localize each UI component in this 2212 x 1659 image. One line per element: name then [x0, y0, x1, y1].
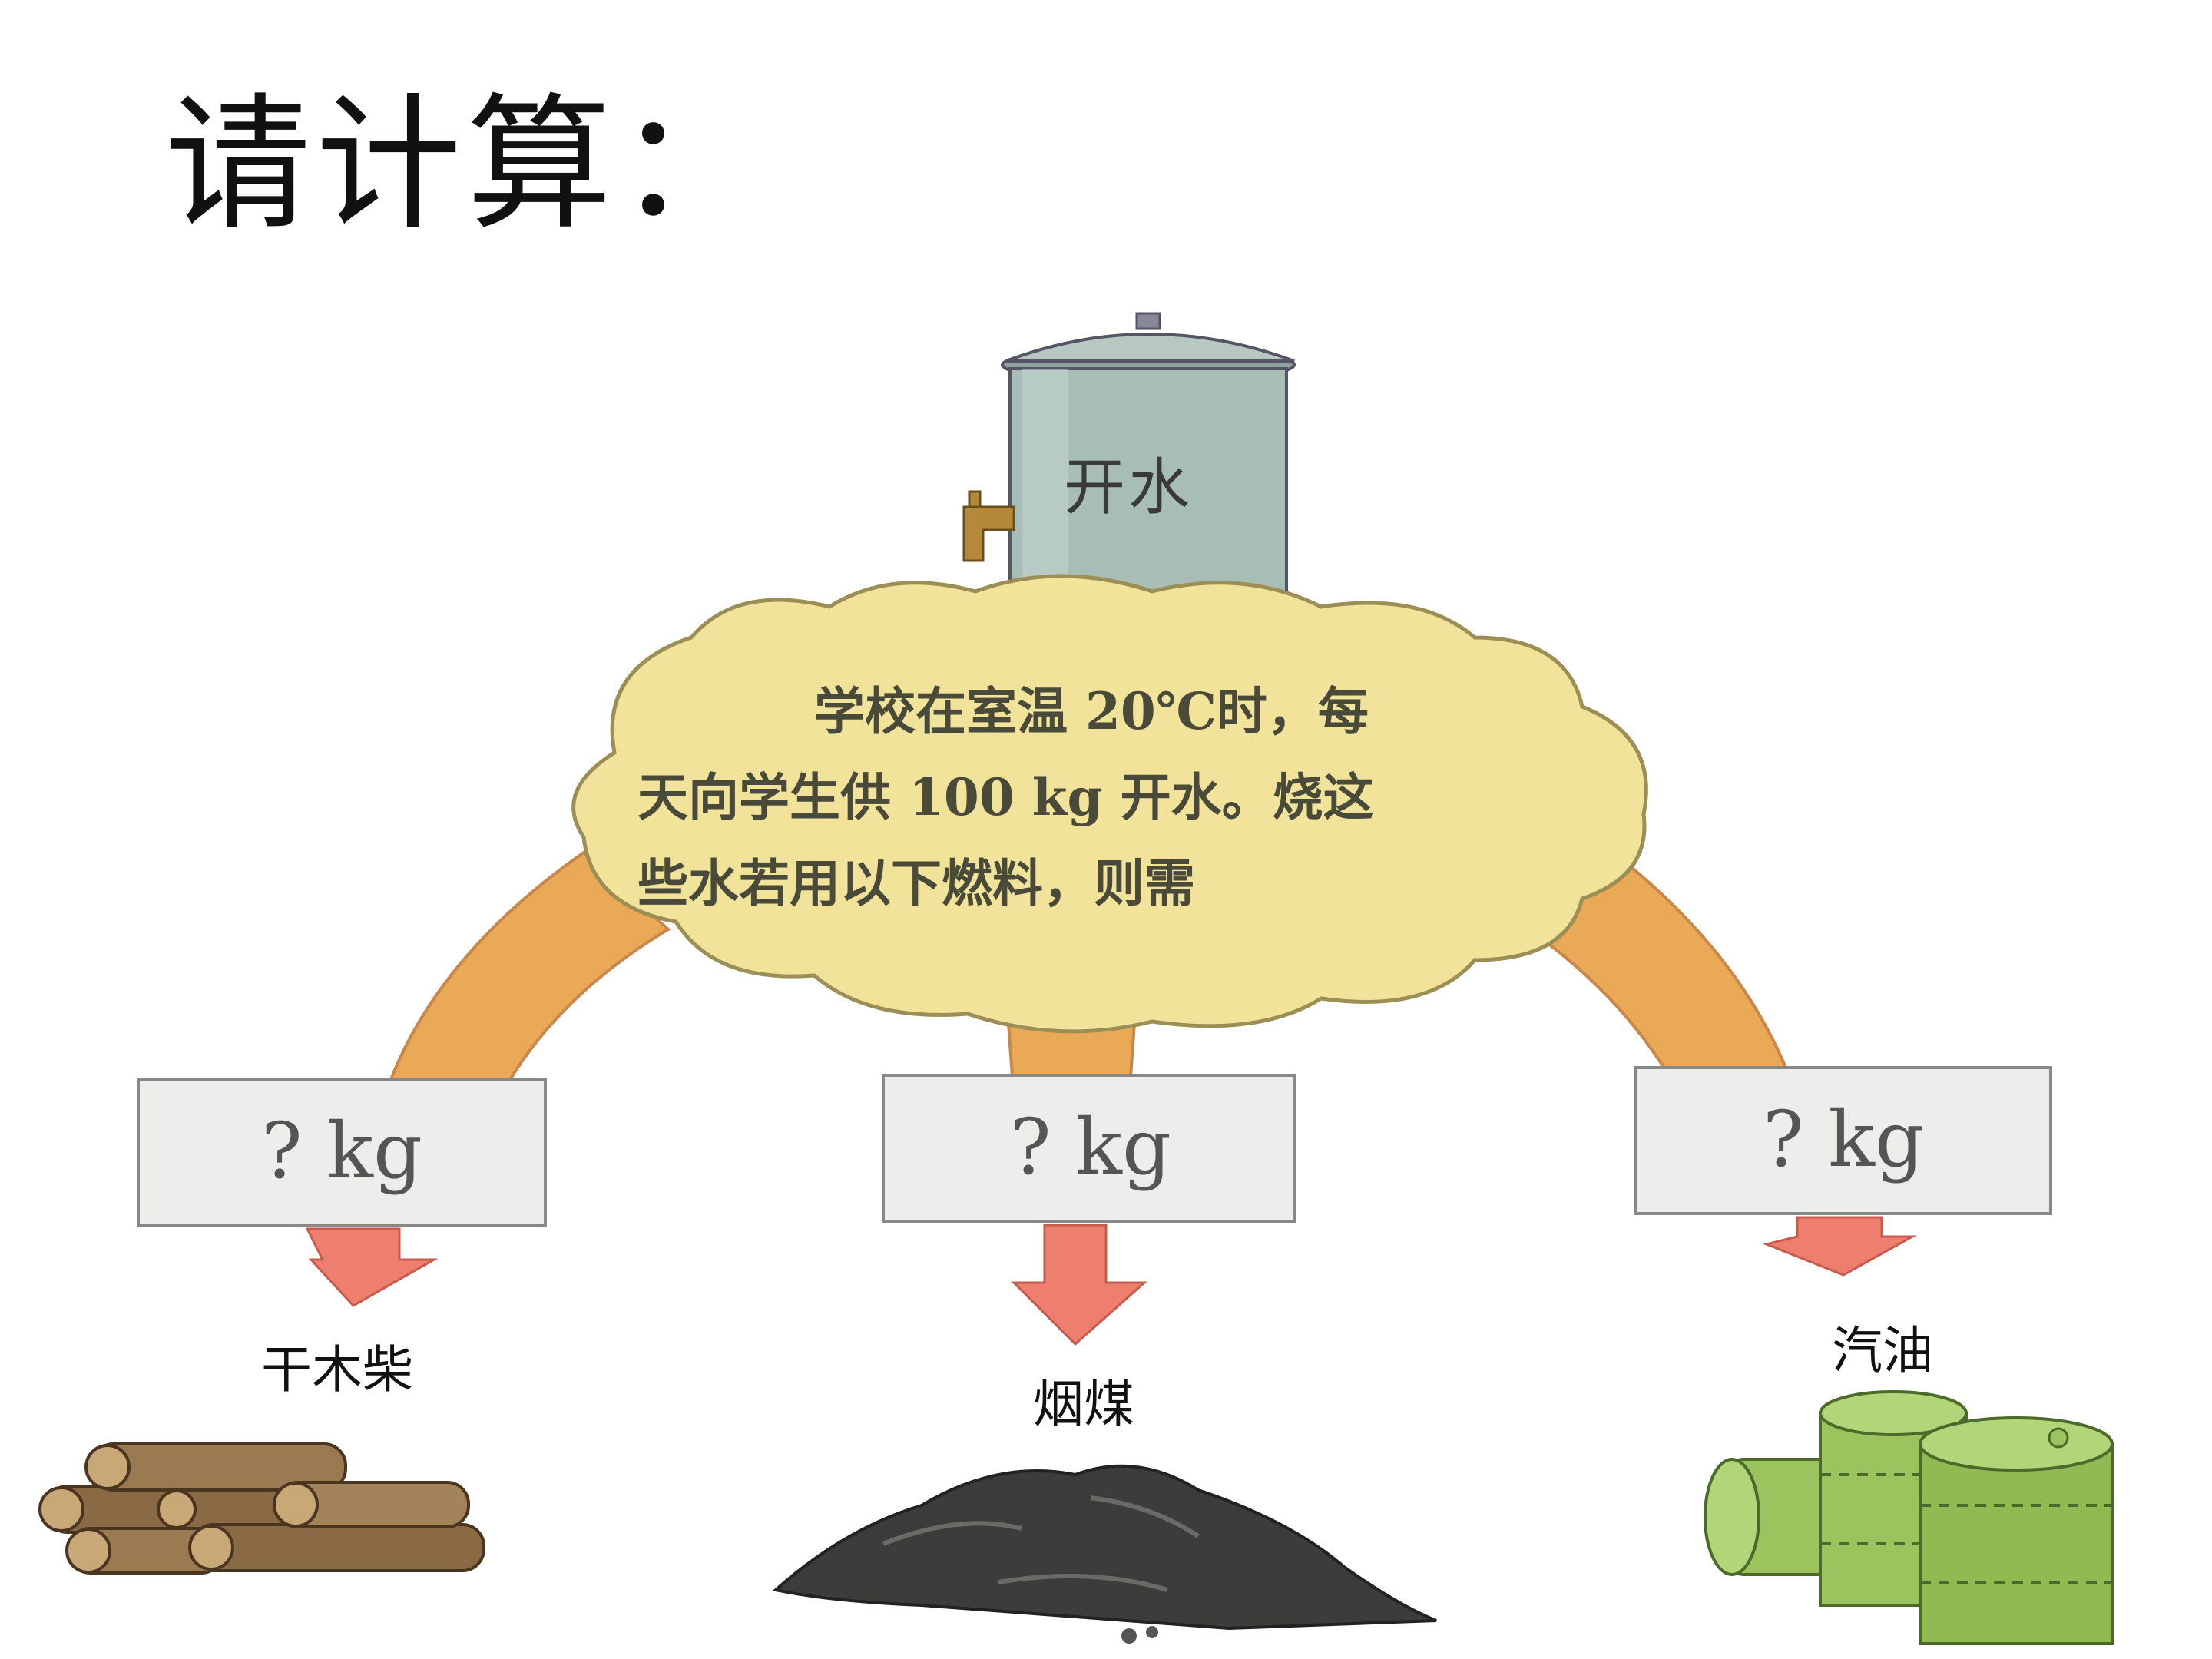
oil-barrels-icon: [1704, 1390, 2114, 1645]
firewood-icon: [38, 1442, 485, 1575]
fuel-label-firewood: 干木柴: [261, 1340, 413, 1399]
coal-pile-icon: [772, 1464, 1437, 1644]
cloud-text-line-2: 天向学生供 100 kg 开水。烧这: [637, 767, 1374, 827]
answer-box-left: [137, 1078, 547, 1227]
fuel-label-coal: 烟煤: [1033, 1375, 1134, 1434]
cloud-shape: [571, 574, 1648, 1034]
cloud-text-line-1: 学校在室温 20℃时，每: [814, 681, 1369, 741]
water-tank-icon: [962, 312, 1296, 624]
box-label-left: ? kg: [260, 1106, 422, 1196]
box-label-center: ? kg: [1009, 1102, 1171, 1192]
arrow-down-right-red: [1763, 1216, 1917, 1277]
fuel-label-gasoline: 汽油: [1832, 1321, 1933, 1380]
box-label-right: ? kg: [1762, 1094, 1924, 1184]
answer-box-center: [882, 1074, 1296, 1223]
answer-box-right: [1634, 1066, 2052, 1215]
cloud-text-line-3: 些水若用以下燃料，则需: [637, 853, 1195, 913]
page-title: 请计算：: [165, 80, 768, 250]
tank-label: 开水: [1064, 452, 1193, 523]
arrow-down-center-red: [1011, 1224, 1147, 1346]
arrow-down-left-red: [305, 1227, 439, 1307]
cloud-text: 学校在室温 20℃时，每 天向学生供 100 kg 开水。烧这 些水若用以下燃料…: [637, 668, 1559, 926]
